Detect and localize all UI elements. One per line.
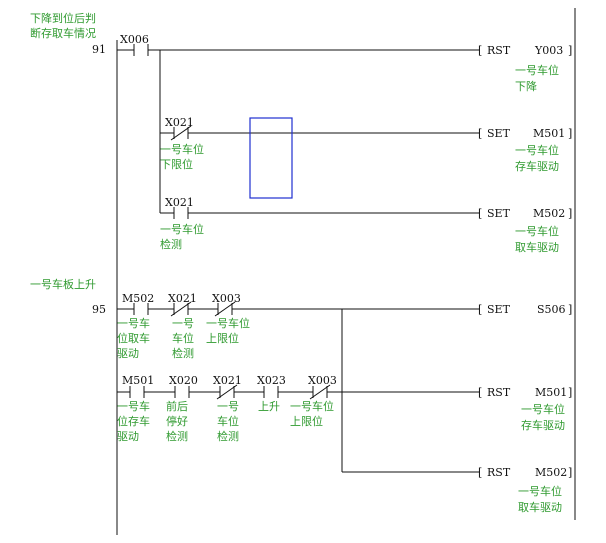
contact-x003-nc[interactable]: X003 一号车位 上限位 (290, 374, 337, 428)
svg-text:[: [ (478, 44, 482, 57)
coil-note: 取车驱动 (518, 500, 562, 514)
contact-note: 一号车位 (160, 222, 204, 236)
contact-address: X003 (212, 292, 241, 305)
coil-instruction: SET (487, 303, 511, 316)
contact-note: 驱动 (117, 347, 139, 360)
coil-note: 一号车位 (518, 484, 562, 498)
contact-note: 停好 (166, 414, 188, 428)
coil-set-s506[interactable]: [ SET S506 ] (478, 303, 572, 316)
contact-address: X006 (120, 33, 149, 46)
coil-operand: M502 (533, 207, 565, 220)
coil-rst-m501[interactable]: [ RST M501 ] 一号车位 存车驱动 (478, 386, 572, 432)
contact-note: 位取车 (117, 331, 150, 345)
rung-comment-line: 下降到位后判 (30, 11, 96, 25)
contact-address: X021 (213, 374, 242, 387)
coil-note: 存车驱动 (515, 159, 559, 173)
contact-x023[interactable]: X023 上升 (257, 374, 286, 413)
svg-text:]: ] (568, 386, 572, 399)
contact-note: 一号车位 (206, 316, 250, 330)
svg-text:]: ] (568, 127, 572, 140)
contact-note: 检测 (166, 429, 188, 443)
contact-note: 一号车位 (160, 142, 204, 156)
coil-set-m501[interactable]: [ SET M501 ] 一号车位 存车驱动 (478, 127, 572, 173)
step-number: 95 (92, 303, 106, 316)
contact-note: 位存车 (117, 414, 150, 428)
step-number: 91 (92, 43, 106, 56)
contact-note: 上限位 (290, 414, 323, 428)
coil-note: 存车驱动 (521, 418, 565, 432)
coil-instruction: SET (487, 127, 511, 140)
contact-note: 一号车 (117, 316, 150, 330)
coil-note: 一号车位 (515, 143, 559, 157)
coil-instruction: SET (487, 207, 511, 220)
contact-note: 车位 (172, 331, 194, 345)
coil-set-m502[interactable]: [ SET M502 ] 一号车位 取车驱动 (478, 207, 572, 254)
contact-note: 一号车 (117, 399, 150, 413)
contact-address: X021 (165, 196, 194, 209)
svg-text:]: ] (568, 207, 572, 220)
coil-note: 一号车位 (521, 402, 565, 416)
coil-instruction: RST (487, 386, 511, 399)
contact-note: 检测 (160, 237, 182, 251)
coil-instruction: RST (487, 466, 511, 479)
contact-address: X023 (257, 374, 286, 387)
contact-note: 检测 (217, 429, 239, 443)
contact-note: 检测 (172, 346, 194, 360)
svg-text:[: [ (478, 303, 482, 316)
contact-x021-nc[interactable]: X021 一号 车位 检测 (168, 292, 197, 360)
contact-address: M501 (122, 374, 154, 387)
contact-x006[interactable]: X006 (120, 33, 149, 56)
rung-comment-line: 一号车板上升 (30, 277, 96, 291)
contact-note: 下限位 (160, 157, 193, 171)
coil-rst-m502[interactable]: [ RST M502 ] 一号车位 取车驱动 (478, 466, 572, 514)
contact-note: 车位 (217, 414, 239, 428)
contact-x020[interactable]: X020 前后 停好 检测 (166, 374, 198, 443)
contact-note: 一号 (172, 317, 194, 330)
coil-note: 取车驱动 (515, 240, 559, 254)
rung-95: 一号车板上升 95 M502 一号车 位取车 驱动 X0 (30, 277, 572, 514)
contact-address: X021 (168, 292, 197, 305)
coil-operand: M502 (535, 466, 567, 479)
rung-91: 下降到位后判 断存取车情况 91 X006 X021 一号车位 下限位 (30, 11, 572, 254)
coil-note: 下降 (515, 79, 537, 93)
svg-text:[: [ (478, 466, 482, 479)
coil-note: 一号车位 (515, 63, 559, 77)
contact-m501[interactable]: M501 一号车 位存车 驱动 (117, 374, 154, 443)
contact-note: 一号车位 (290, 399, 334, 413)
coil-operand: M501 (535, 386, 567, 399)
contact-address: X003 (308, 374, 337, 387)
coil-operand: Y003 (534, 44, 563, 57)
svg-text:[: [ (478, 386, 482, 399)
coil-note: 一号车位 (515, 224, 559, 238)
contact-address: M502 (122, 292, 154, 305)
contact-address: X020 (169, 374, 198, 387)
contact-x021-nc[interactable]: X021 一号车位 下限位 (160, 116, 204, 171)
contact-x021-no[interactable]: X021 一号车位 检测 (160, 196, 204, 251)
svg-text:]: ] (568, 44, 572, 57)
contact-note: 上升 (258, 400, 280, 413)
svg-text:[: [ (478, 127, 482, 140)
coil-instruction: RST (487, 44, 511, 57)
coil-operand: M501 (533, 127, 565, 140)
contact-x003-nc[interactable]: X003 一号车位 上限位 (206, 292, 250, 345)
contact-note: 上限位 (206, 331, 239, 345)
svg-text:[: [ (478, 207, 482, 220)
contact-note: 前后 (166, 399, 188, 413)
svg-text:]: ] (568, 466, 572, 479)
svg-text:]: ] (568, 303, 572, 316)
rung-comment-line: 断存取车情况 (30, 26, 96, 40)
coil-operand: S506 (537, 303, 566, 316)
contact-note: 一号 (217, 400, 239, 413)
selection-cursor[interactable] (249, 117, 293, 199)
contact-m502[interactable]: M502 一号车 位取车 驱动 (117, 292, 154, 360)
contact-note: 驱动 (117, 430, 139, 443)
coil-rst-y003[interactable]: [ RST Y003 ] 一号车位 下降 (478, 44, 572, 93)
contact-address: X021 (165, 116, 194, 129)
contact-x021-nc[interactable]: X021 一号 车位 检测 (213, 374, 242, 443)
